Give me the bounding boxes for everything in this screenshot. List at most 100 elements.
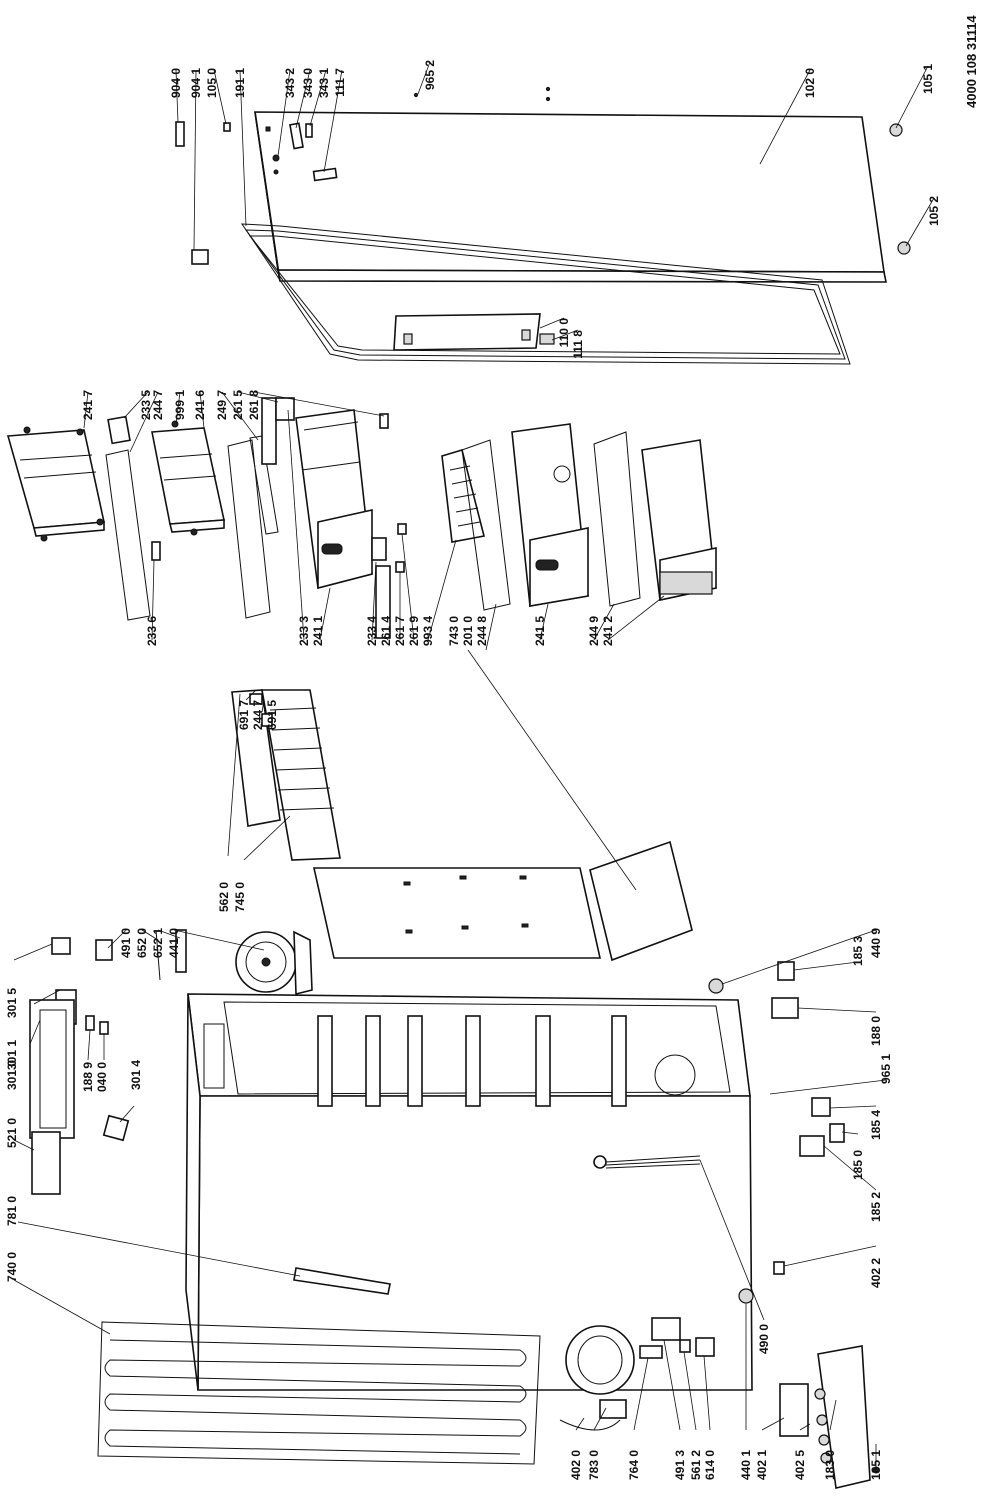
evaporator-unit	[231, 689, 341, 861]
label-402-0: 402 0	[569, 1450, 583, 1480]
label-652-0: 652 0	[135, 928, 149, 958]
parts-drawing	[6, 86, 911, 1489]
label-402-2: 402 2	[869, 1258, 883, 1288]
label-904-0: 904 0	[169, 68, 183, 98]
drawer-rail-top	[261, 397, 277, 465]
hinge-pin	[223, 122, 231, 132]
leader-lines	[13, 61, 935, 1470]
fan-bracket	[95, 939, 113, 961]
label-440-1: 440 1	[739, 1450, 753, 1480]
fan-cover	[175, 929, 187, 973]
lower-hinge	[191, 249, 209, 265]
label-244-7-b: 244 7	[251, 700, 265, 730]
label-241-2: 241 2	[601, 616, 615, 646]
relay-561-2	[679, 1339, 691, 1353]
document-number: 4000 108 31114	[964, 15, 979, 108]
drawer-bottom	[641, 439, 717, 601]
shelf-clip-1	[107, 415, 131, 445]
label-185-0: 185 0	[851, 1150, 865, 1180]
rail-left	[371, 537, 387, 561]
drain-tube-781	[293, 1267, 391, 1295]
label-562-0: 562 0	[217, 882, 231, 912]
filter-764	[639, 1345, 663, 1359]
glass-shelf-3	[461, 439, 511, 611]
label-185-4: 185 4	[869, 1110, 883, 1140]
bracket-188-0	[771, 997, 799, 1019]
capacitor-614	[695, 1337, 715, 1357]
label-201-0: 201 0	[461, 616, 475, 646]
label-183-0: 183 0	[823, 1450, 837, 1480]
bracket-185-2	[799, 1135, 825, 1157]
label-244-9: 244 9	[587, 616, 601, 646]
label-249-7: 249 7	[215, 390, 229, 420]
label-261-5: 261 5	[231, 390, 245, 420]
label-965-2: 965 2	[423, 60, 437, 90]
base-plate	[779, 1345, 880, 1489]
label-244-7-a: 244 7	[151, 390, 165, 420]
screw-top-2	[545, 86, 551, 92]
power-cable	[593, 1155, 701, 1169]
label-105-1: 105 1	[921, 64, 935, 94]
label-233-4: 233 4	[365, 616, 379, 646]
label-301-0: 301 0	[5, 1060, 19, 1090]
relay-491-3	[651, 1317, 681, 1341]
screw-top-3	[545, 96, 551, 102]
label-241-6: 241 6	[193, 390, 207, 420]
rail-stop-2	[379, 413, 389, 429]
drawer-flap	[441, 448, 485, 543]
label-241-7: 241 7	[81, 390, 95, 420]
door-panel	[254, 111, 887, 283]
label-343-0: 343 0	[301, 68, 315, 98]
grommet-440-9	[708, 978, 724, 994]
label-301-4: 301 4	[129, 1060, 143, 1090]
foot-402-2	[773, 1261, 785, 1275]
rail-right	[375, 565, 391, 639]
label-241-5: 241 5	[533, 616, 547, 646]
label-614-0: 614 0	[703, 1450, 717, 1480]
label-764-0: 764 0	[627, 1450, 641, 1480]
label-301-5: 301 5	[5, 988, 19, 1018]
cabinet-body	[185, 993, 753, 1391]
label-188-0: 188 0	[869, 1016, 883, 1046]
label-241-1: 241 1	[311, 616, 325, 646]
compressor	[559, 1325, 635, 1431]
drawer-middle	[511, 423, 589, 607]
drawer-upper	[295, 409, 373, 590]
label-185-3: 185 3	[851, 936, 865, 966]
label-185-2: 185 2	[869, 1192, 883, 1222]
label-965-1: 965 1	[879, 1054, 893, 1084]
foot-185-3	[777, 961, 795, 981]
label-185-1: 185 1	[869, 1450, 883, 1480]
label-652-1: 652 1	[151, 928, 165, 958]
rail-stop-3	[395, 561, 405, 573]
label-261-8: 261 8	[247, 390, 261, 420]
glass-shelf-1	[105, 449, 151, 621]
label-491-3: 491 3	[673, 1450, 687, 1480]
label-402-1: 402 1	[755, 1450, 769, 1480]
label-233-5: 233 5	[139, 390, 153, 420]
label-490-0: 490 0	[757, 1324, 771, 1354]
label-244-8: 244 8	[475, 616, 489, 646]
foot-185-4	[811, 1097, 831, 1117]
fan-assembly	[235, 930, 313, 996]
label-110-0: 110 0	[557, 318, 571, 348]
label-343-2: 343 2	[283, 68, 297, 98]
label-233-3: 233 3	[297, 616, 311, 646]
label-783-0: 783 0	[587, 1450, 601, 1480]
label-781-0: 781 0	[5, 1196, 19, 1226]
shelf-clip-2	[151, 541, 161, 561]
label-904-1: 904 1	[189, 68, 203, 98]
glass-shelf-2	[227, 439, 271, 619]
part-number-labels: 904 0 904 1 105 0 191 1 343 2 343 0 343 …	[5, 15, 979, 1480]
label-561-2: 561 2	[689, 1450, 703, 1480]
label-105-0: 105 0	[205, 68, 219, 98]
label-188-9: 188 9	[81, 1062, 95, 1092]
label-343-1: 343 1	[317, 68, 331, 98]
label-301-1: 301 1	[5, 1040, 19, 1070]
label-261-4: 261 4	[379, 616, 393, 646]
label-743-0: 743 0	[447, 616, 461, 646]
label-105-2: 105 2	[927, 196, 941, 226]
shelf-middle	[151, 420, 225, 536]
label-191-1: 191 1	[233, 68, 247, 98]
